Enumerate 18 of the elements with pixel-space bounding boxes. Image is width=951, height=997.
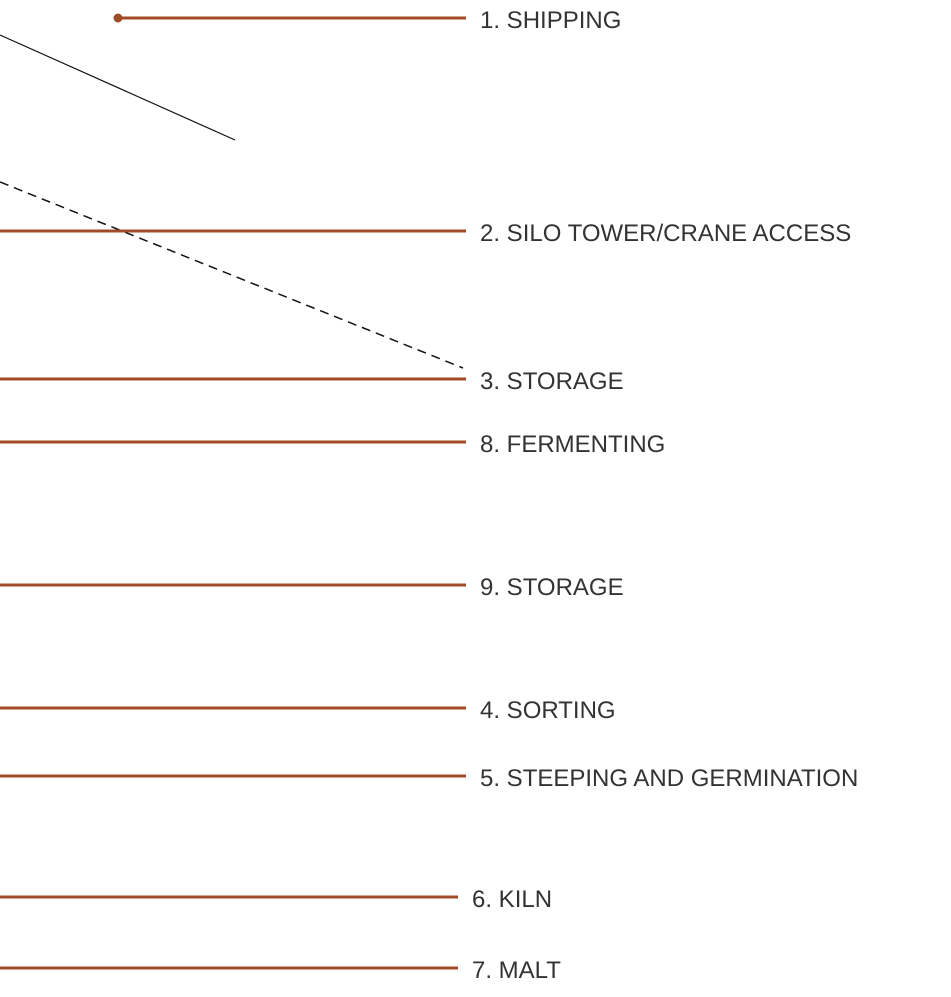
callout-label: 7. MALT: [472, 956, 561, 986]
callout-label: 5. STEEPING AND GERMINATION: [480, 764, 858, 794]
callout-label: 6. KILN: [472, 885, 552, 915]
leader-line: [0, 440, 466, 444]
leader-line: [0, 230, 466, 232]
callout-label: 3. STORAGE: [480, 367, 624, 397]
callout-label: 2. SILO TOWER/CRANE ACCESS: [480, 219, 852, 249]
callout-label: 8. FERMENTING: [480, 430, 666, 460]
callout-label: 1. SHIPPING: [480, 6, 622, 36]
leader-line: [0, 584, 466, 586]
leader-line: [0, 896, 458, 898]
callout-label: 4. SORTING: [480, 696, 616, 726]
leader-line: [0, 706, 466, 710]
leader-line: [0, 378, 466, 380]
leader-line: [114, 14, 466, 22]
leader-line: [0, 966, 458, 970]
leader-line: [0, 774, 466, 778]
callout-label: 9. STORAGE: [480, 573, 624, 603]
